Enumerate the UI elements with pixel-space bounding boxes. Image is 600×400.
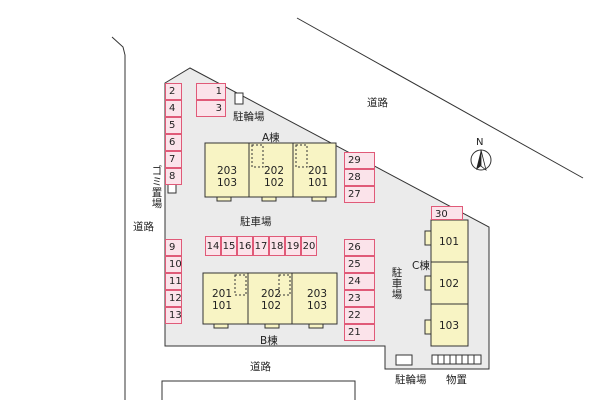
building-c xyxy=(424,219,469,347)
bottom-road-edge xyxy=(161,380,356,400)
unit-a-1[interactable]: 203 103 xyxy=(216,165,238,189)
road-bottom-label: 道路 xyxy=(250,361,271,373)
building-a-label: A棟 xyxy=(262,132,280,144)
parking-stall-15[interactable]: 15 xyxy=(221,236,237,256)
unit-b-3[interactable]: 203 103 xyxy=(306,288,328,312)
parking-stall-18[interactable]: 18 xyxy=(269,236,285,256)
unit-b-1[interactable]: 201 101 xyxy=(211,288,233,312)
unit-a-2[interactable]: 202 102 xyxy=(263,165,285,189)
parking-stall-16[interactable]: 16 xyxy=(237,236,253,256)
parking-stall-27[interactable]: 27 xyxy=(344,186,375,203)
road-left-label: 道路 xyxy=(133,221,154,233)
bicycle-shed-top xyxy=(234,92,244,105)
parking-stall-12[interactable]: 12 xyxy=(165,290,182,307)
unit-a-3[interactable]: 201 101 xyxy=(307,165,329,189)
parking-stall-29[interactable]: 29 xyxy=(344,152,375,169)
parking-stall-4[interactable]: 4 xyxy=(165,100,182,117)
parking-right-label: 駐車場 xyxy=(391,267,403,301)
parking-stall-7[interactable]: 7 xyxy=(165,151,182,168)
parking-stall-20[interactable]: 20 xyxy=(301,236,317,256)
building-c-label: C棟 xyxy=(412,260,430,272)
parking-stall-5[interactable]: 5 xyxy=(165,117,182,134)
parking-stall-17[interactable]: 17 xyxy=(253,236,269,256)
parking-stall-30[interactable]: 30 xyxy=(431,206,463,220)
parking-stall-11[interactable]: 11 xyxy=(165,273,182,290)
parking-stall-22[interactable]: 22 xyxy=(344,307,375,324)
unit-c-103[interactable]: 103 xyxy=(438,320,460,332)
road-top-label: 道路 xyxy=(367,97,388,109)
bicycle-top-label: 駐輪場 xyxy=(233,111,265,123)
bicycle-shed-bottom xyxy=(395,354,413,366)
parking-stall-19[interactable]: 19 xyxy=(285,236,301,256)
parking-stall-14[interactable]: 14 xyxy=(205,236,221,256)
unit-b-2[interactable]: 202 102 xyxy=(260,288,282,312)
parking-stall-2[interactable]: 2 xyxy=(165,83,182,100)
storage-dividers xyxy=(437,355,475,364)
building-b xyxy=(202,272,338,329)
left-road-edge xyxy=(111,36,126,400)
road-edges xyxy=(111,17,584,400)
parking-stall-8[interactable]: 8 xyxy=(165,168,182,185)
unit-c-102[interactable]: 102 xyxy=(438,278,460,290)
storage-label: 物置 xyxy=(446,374,467,386)
bicycle-bottom-label: 駐輪場 xyxy=(395,374,427,386)
parking-stall-10[interactable]: 10 xyxy=(165,256,182,273)
garbage-label: ゴミ置場 xyxy=(151,165,163,210)
parking-stall-3[interactable]: 3 xyxy=(196,100,226,117)
north-arrow-icon xyxy=(470,149,492,172)
building-a xyxy=(204,142,337,202)
parking-stall-13[interactable]: 13 xyxy=(165,307,182,324)
parking-stall-25[interactable]: 25 xyxy=(344,256,375,273)
building-b-label: B棟 xyxy=(260,335,278,347)
parking-stall-21[interactable]: 21 xyxy=(344,324,375,341)
unit-c-101[interactable]: 101 xyxy=(438,236,460,248)
parking-center-label: 駐車場 xyxy=(240,216,272,228)
parking-stall-6[interactable]: 6 xyxy=(165,134,182,151)
parking-stall-24[interactable]: 24 xyxy=(344,273,375,290)
top-road-edge xyxy=(296,17,584,179)
north-label: N xyxy=(476,137,484,148)
parking-stall-26[interactable]: 26 xyxy=(344,239,375,256)
parking-stall-23[interactable]: 23 xyxy=(344,290,375,307)
parking-stall-28[interactable]: 28 xyxy=(344,169,375,186)
parking-stall-9[interactable]: 9 xyxy=(165,239,182,256)
parking-stall-1[interactable]: 1 xyxy=(196,83,226,100)
